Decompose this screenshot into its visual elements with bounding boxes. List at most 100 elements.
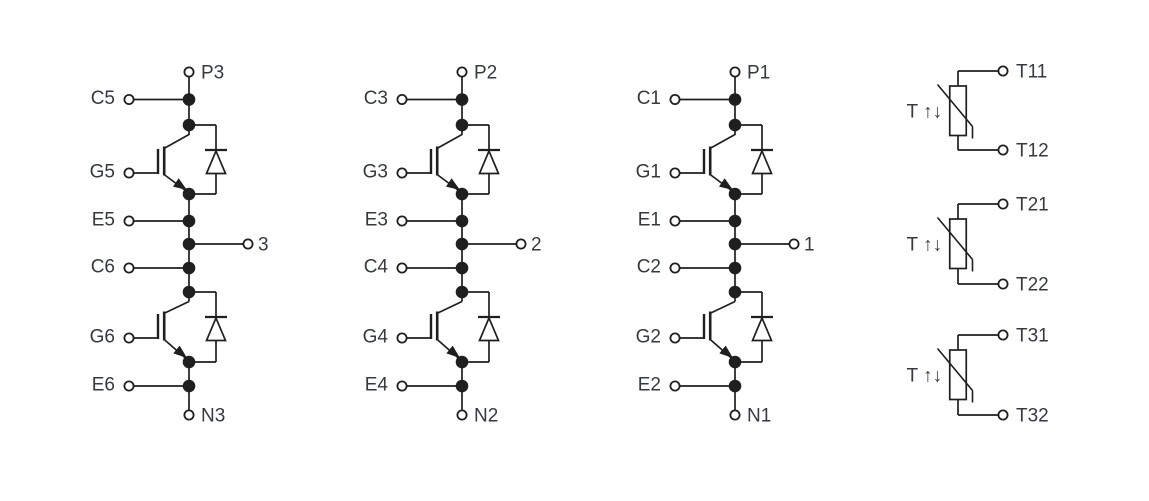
junction-dot xyxy=(728,237,742,251)
emitter-terminal-bottom xyxy=(396,380,408,392)
gate-terminal-top xyxy=(396,167,408,179)
thermistor-terminal-bottom xyxy=(997,144,1009,156)
igbt-collector-lead xyxy=(164,133,190,149)
thermistor-body xyxy=(948,218,968,270)
gate-terminal-bottom xyxy=(123,332,135,344)
igbt-emitter-arrow xyxy=(173,345,187,358)
thermistor-bottom-label: T12 xyxy=(1016,141,1049,162)
thermistor-symbol xyxy=(936,83,974,139)
collector-terminal-bottom xyxy=(123,262,135,274)
thermistor-strike xyxy=(936,347,974,392)
diode-triangle xyxy=(478,315,500,342)
junction-dot xyxy=(455,261,469,275)
thermistor-body xyxy=(948,349,968,401)
junction-dot xyxy=(728,379,742,393)
p-terminal xyxy=(183,66,195,78)
thermistor-top-label: T21 xyxy=(1016,195,1049,216)
thermistor-symbol xyxy=(936,216,974,272)
emitter-terminal-top xyxy=(669,215,681,227)
thermistor-top-label: T11 xyxy=(1016,62,1047,83)
igbt-symbol xyxy=(429,300,463,362)
junction-dot xyxy=(728,93,742,106)
igbt-symbol xyxy=(429,133,463,194)
gate-bottom-label: G4 xyxy=(363,327,389,348)
collector-terminal-top xyxy=(123,94,135,106)
thermistor-terminal-bottom xyxy=(997,409,1009,421)
thermistor-terminal-top xyxy=(997,65,1009,77)
collector-terminal-bottom xyxy=(669,262,681,274)
emitter-top-label: E3 xyxy=(365,210,388,231)
n-terminal xyxy=(183,409,195,421)
temperature-arrows-label: T ↑↓ xyxy=(906,366,942,387)
n-terminal xyxy=(729,409,741,421)
gate-terminal-top xyxy=(123,167,135,179)
p-terminal-label: P3 xyxy=(201,63,224,84)
emitter-terminal-bottom xyxy=(123,380,135,392)
junction-dot xyxy=(455,285,469,299)
gate-top-label: G5 xyxy=(90,162,115,183)
n-terminal-label: N3 xyxy=(201,406,225,427)
diode-symbol xyxy=(462,124,500,195)
thermistor-body xyxy=(948,85,968,137)
diode-triangle xyxy=(751,148,773,175)
junction-dot xyxy=(182,355,196,369)
diode-triangle xyxy=(205,148,227,175)
collector-bottom-label: C4 xyxy=(364,257,389,278)
igbt-collector-lead xyxy=(437,300,463,314)
igbt-collector-lead xyxy=(710,300,736,314)
emitter-bottom-label: E2 xyxy=(638,375,661,396)
junction-dot xyxy=(728,118,742,132)
junction-dot xyxy=(728,261,742,275)
n-terminal-label: N1 xyxy=(747,406,771,427)
junction-dot xyxy=(182,379,196,393)
thermistor-terminal-bottom xyxy=(997,278,1009,290)
gate-terminal-bottom xyxy=(669,332,681,344)
emitter-terminal-top xyxy=(123,215,135,227)
diode-triangle xyxy=(205,315,227,342)
junction-dot xyxy=(455,237,469,251)
thermistor-strike xyxy=(936,83,974,128)
emitter-bottom-label: E6 xyxy=(92,375,115,396)
igbt-emitter-arrow xyxy=(446,178,460,190)
diode-symbol xyxy=(189,291,227,363)
igbt-emitter-arrow xyxy=(446,345,460,358)
junction-dot xyxy=(728,285,742,299)
junction-dot xyxy=(182,187,196,201)
diode-symbol xyxy=(189,124,227,195)
igbt-collector-lead xyxy=(164,300,190,314)
p-terminal-label: P1 xyxy=(747,63,770,84)
p-terminal xyxy=(729,66,741,78)
emitter-terminal-bottom xyxy=(669,380,681,392)
collector-top-label: C3 xyxy=(364,88,388,109)
thermistor-strike xyxy=(936,216,974,261)
junction-dot xyxy=(182,285,196,299)
junction-dot xyxy=(455,355,469,369)
p-terminal-label: P2 xyxy=(474,63,497,84)
thermistor-terminal-top xyxy=(997,198,1009,210)
n-terminal xyxy=(456,409,468,421)
junction-dot xyxy=(728,214,742,228)
p-terminal xyxy=(456,66,468,78)
emitter-top-label: E5 xyxy=(92,210,115,231)
thermistor-bottom-label: T32 xyxy=(1016,406,1049,427)
igbt-emitter-arrow xyxy=(719,345,733,358)
junction-dot xyxy=(182,214,196,228)
collector-top-label: C5 xyxy=(91,88,115,109)
diode-symbol xyxy=(735,124,773,195)
junction-dot xyxy=(455,187,469,201)
igbt-emitter-arrow xyxy=(173,178,187,190)
emitter-terminal-top xyxy=(396,215,408,227)
junction-dot xyxy=(728,187,742,201)
emitter-bottom-label: E4 xyxy=(365,375,389,396)
gate-top-label: G3 xyxy=(363,162,388,183)
thermistor-bottom-label: T22 xyxy=(1016,275,1049,296)
junction-dot xyxy=(455,379,469,393)
phase-output-terminal xyxy=(788,238,800,250)
igbt-symbol xyxy=(702,300,736,362)
gate-top-label: G1 xyxy=(636,162,661,183)
